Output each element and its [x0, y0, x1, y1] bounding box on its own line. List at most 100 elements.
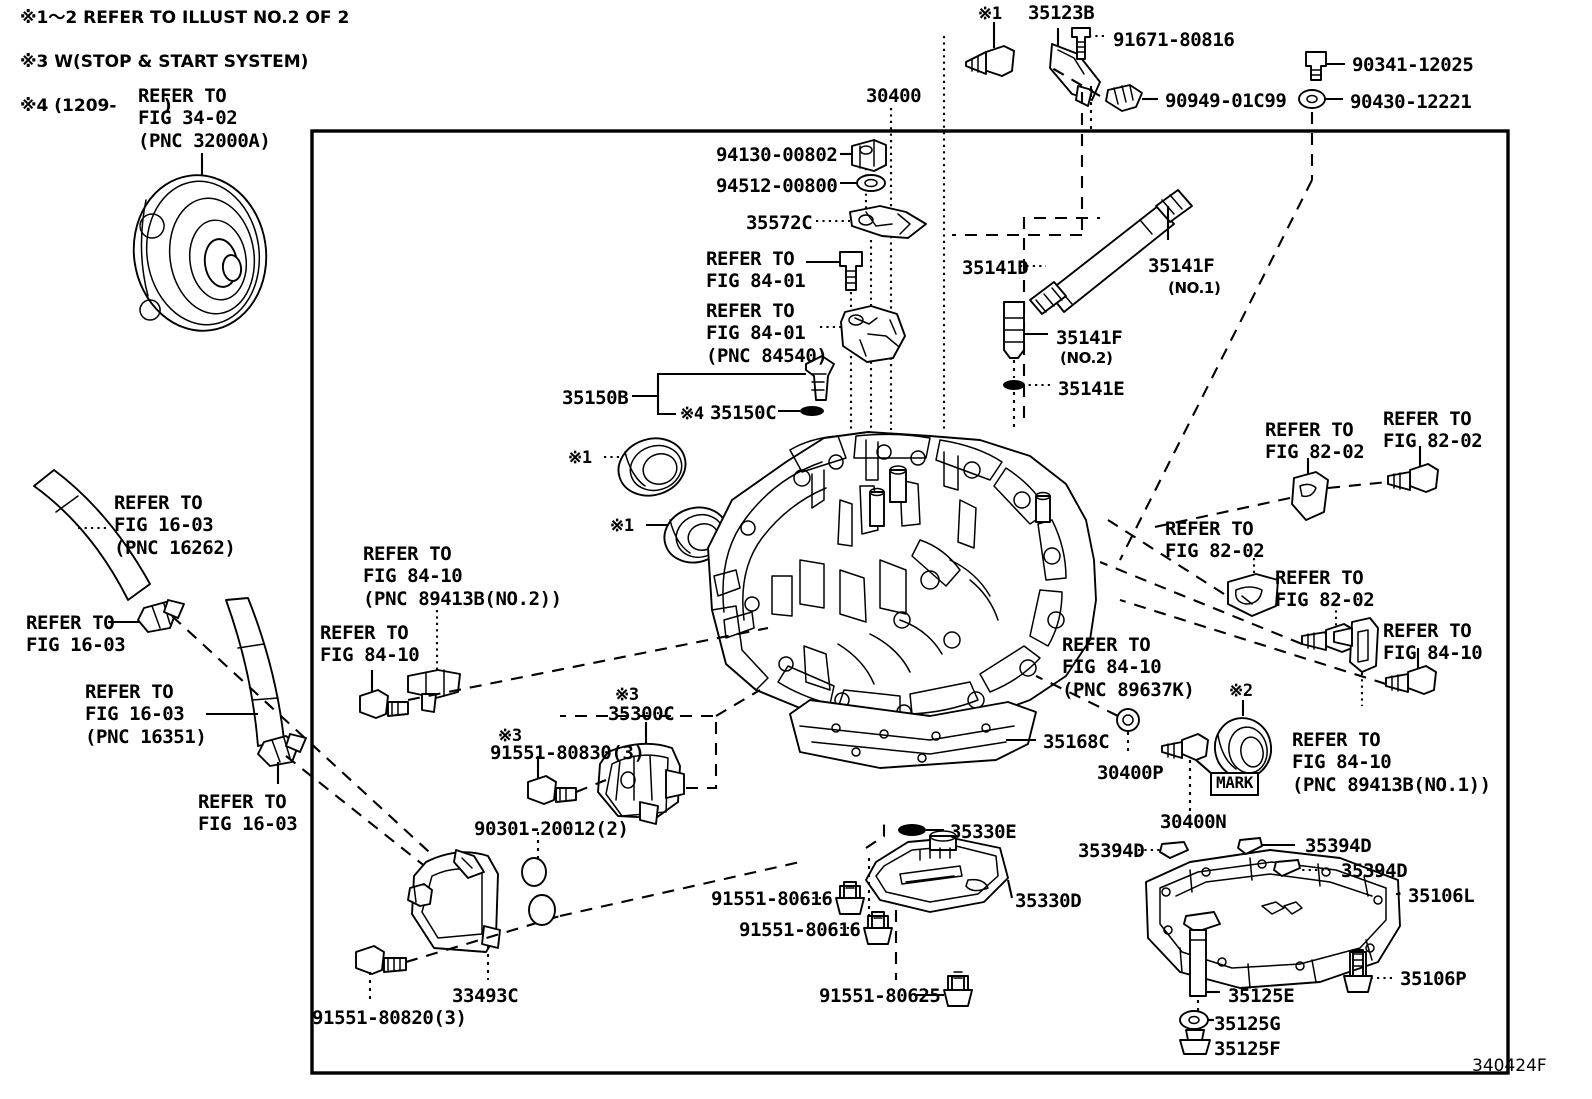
bolt-fig82-02-b — [1387, 446, 1439, 493]
part-91551-80616-a: 91551-80616 — [711, 888, 833, 910]
mark-label-line-1: MARK — [1210, 772, 1259, 796]
part-94130-00802-line-1: 94130-00802 — [716, 144, 838, 166]
ref-fig-84-10-a-line-2: FIG 84-10 — [320, 644, 420, 667]
ref-fig-84-10-b-line-2: FIG 84-10 — [1383, 642, 1483, 665]
ref-fig-82-02-d-line-1: REFER TO — [1275, 567, 1364, 589]
part-91671-80816: 91671-80816 — [1113, 29, 1235, 51]
part-35141F-no1-sub-line-1: (NO.1) — [1168, 279, 1221, 297]
bolt-left-33493C — [407, 883, 433, 907]
sensor-fig84-10-right — [1333, 617, 1379, 706]
clamp-fig16-03-b — [257, 733, 307, 784]
bracket-35123B — [1049, 28, 1101, 107]
ref-fig-16-03-pnc16262-line-1: REFER TO — [114, 492, 203, 514]
bolt-fig84-10-a — [359, 670, 409, 719]
clip-90949-01C99 — [1105, 84, 1158, 112]
plug-90341-12025 — [1305, 51, 1345, 81]
bracket-33493C — [411, 849, 501, 980]
part-35125G-line-1: 35125G — [1214, 1013, 1281, 1035]
plug-35394D-a — [1138, 841, 1189, 859]
mark-label: MARK — [1210, 772, 1259, 796]
part-35141F-no1-line-1: 35141F — [1148, 255, 1215, 277]
part-35106L-line-1: 35106L — [1408, 885, 1475, 907]
part-35150B: 35150B — [562, 387, 629, 409]
clamp-fig16-03-a — [108, 599, 185, 633]
part-35394D-b: 35394D — [1305, 835, 1372, 857]
ref-fig-84-10-a-line-1: REFER TO — [320, 622, 409, 644]
part-35394D-c-line-1: 35394D — [1341, 860, 1408, 882]
mark-star4-line-1: ※4 — [680, 404, 704, 424]
oring-35150C — [778, 406, 824, 416]
part-35141D: 35141D — [962, 257, 1029, 279]
part-35150C-line-1: 35150C — [710, 402, 777, 424]
bolt-91551-80820 — [355, 945, 407, 1000]
note-line-2: ※3 W(STOP & START SYSTEM) — [20, 52, 309, 73]
bearing-star2 — [1213, 700, 1273, 779]
bolt-fig84-01-a — [806, 251, 863, 291]
part-90430-12221-line-1: 90430-12221 — [1350, 91, 1472, 113]
ref-fig-16-03-b-line-2: FIG 16-03 — [198, 813, 298, 836]
ref-fig-84-10-b-line-1: REFER TO — [1383, 620, 1472, 642]
part-35106P-line-1: 35106P — [1400, 968, 1467, 990]
part-91551-80616-b-line-1: 91551-80616 — [739, 919, 861, 941]
note-line-1: ※1～2 REFER TO ILLUST NO.2 OF 2 — [20, 8, 350, 28]
mark-star1-a: ※1 — [978, 4, 1002, 24]
ref-fig-16-03-b-line-1: REFER TO — [198, 791, 287, 813]
ref-fig-82-02-c-line-1: REFER TO — [1165, 518, 1254, 540]
transmission-case-30400 — [707, 431, 1097, 723]
part-91551-80820: 91551-80820(3) — [312, 1007, 467, 1029]
part-91551-80830: 91551-80830(3) — [490, 742, 645, 764]
ref-fig-84-10-pnc89637k-line-2: FIG 84-10 — [1062, 656, 1162, 679]
part-30400P: 30400P — [1097, 762, 1164, 784]
part-94512-00800: 94512-00800 — [716, 175, 838, 197]
ref-fig-84-01-b-line-3: (PNC 84540) — [706, 344, 828, 367]
bolt-91551-80616-a — [806, 881, 865, 915]
part-35150C: 35150C — [710, 402, 777, 424]
oil-seal-1 — [604, 437, 687, 497]
diagram-frame — [310, 129, 1510, 1075]
part-35125F: 35125F — [1214, 1038, 1281, 1060]
washer-35125G — [1179, 1010, 1214, 1030]
part-33493C-line-1: 33493C — [452, 985, 519, 1007]
mark-star2-line-1: ※2 — [1229, 681, 1253, 701]
ref-fig-84-01-a-line-2: FIG 84-01 — [706, 270, 806, 293]
bracket-35572C — [816, 205, 927, 239]
part-35125E: 35125E — [1228, 985, 1295, 1007]
ref-fig-16-03-pnc16262-line-2: FIG 16-03 — [114, 514, 214, 537]
part-30400N-line-1: 30400N — [1160, 811, 1227, 833]
plug-35125F — [1179, 1029, 1212, 1055]
plug-35394D-c — [1273, 859, 1330, 877]
drain-plug-35125E — [1189, 929, 1220, 997]
part-90341-12025-line-1: 90341-12025 — [1352, 54, 1474, 76]
part-33493C: 33493C — [452, 985, 519, 1007]
part-30400: 30400 — [866, 85, 922, 107]
ref-fig-84-10-pnc89413b-no2-line-3: (PNC 89413B(NO.2)) — [363, 587, 562, 610]
part-35330D: 35330D — [1015, 890, 1082, 912]
ref-fig-16-03-pnc16351-line-2: FIG 16-03 — [85, 703, 185, 726]
part-35106L: 35106L — [1408, 885, 1475, 907]
ref-fig-16-03-a-line-1: REFER TO — [26, 612, 115, 634]
part-35572C-line-1: 35572C — [746, 212, 813, 234]
ref-fig-16-03-pnc16351-line-3: (PNC 16351) — [85, 725, 207, 748]
mark-star1-c: ※1 — [610, 516, 634, 536]
part-90341-12025: 90341-12025 — [1352, 54, 1474, 76]
part-35300C-line-1: 35300C — [608, 703, 675, 725]
washer-30400P — [1116, 708, 1140, 752]
part-35330D-line-1: 35330D — [1015, 890, 1082, 912]
part-35141D-line-1: 35141D — [962, 257, 1029, 279]
part-35141E-line-1: 35141E — [1058, 378, 1125, 400]
part-90949-01C99-line-1: 90949-01C99 — [1165, 90, 1287, 112]
part-35141F-no1-sub: (NO.1) — [1168, 279, 1221, 298]
mark-star3-b-line-1: ※3 — [498, 726, 522, 746]
part-35394D-c: 35394D — [1341, 860, 1408, 882]
bolt-star1-top — [965, 22, 1015, 77]
hose-pnc16262 — [33, 469, 151, 601]
ref-fig-82-02-c-line-2: FIG 82-02 — [1165, 540, 1265, 563]
ref-fig-84-01-a-line-1: REFER TO — [706, 248, 795, 270]
